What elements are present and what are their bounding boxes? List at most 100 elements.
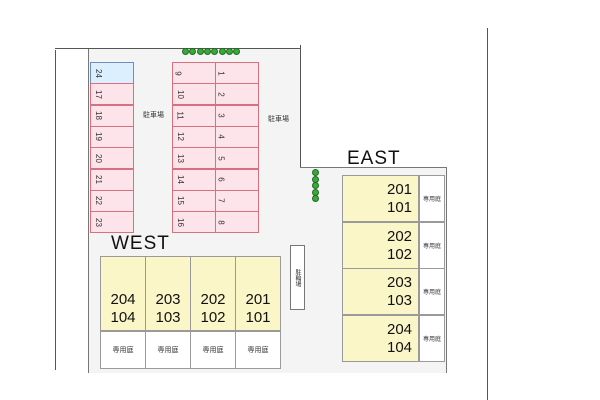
private-garden: 専用庭 xyxy=(419,314,445,362)
boundary-line xyxy=(55,48,300,49)
parking-space: 3 xyxy=(215,104,259,127)
parking-space: 20 xyxy=(90,147,134,170)
parking-space-number: 20 xyxy=(93,153,103,163)
parking-space-number: 14 xyxy=(175,175,185,184)
private-garden-label: 専用庭 xyxy=(422,290,441,296)
unit-number-upper: 203 xyxy=(155,291,181,308)
private-garden: 専用庭 xyxy=(190,331,236,369)
parking-space: 11 xyxy=(172,104,216,127)
private-garden: 専用庭 xyxy=(419,221,445,269)
private-garden-label: 専用庭 xyxy=(157,347,179,354)
boundary-line xyxy=(487,28,488,400)
bicycle-parking: 駐輪場 xyxy=(290,245,305,310)
tree-icon xyxy=(218,48,226,55)
tree-icon xyxy=(233,48,241,55)
parking-space-number: 1 xyxy=(216,70,226,76)
parking-space-number: 6 xyxy=(216,177,226,182)
tree-icon xyxy=(203,48,211,55)
tree-icon xyxy=(312,182,319,189)
parking-space-number: 21 xyxy=(93,175,103,184)
parking-space: 6 xyxy=(215,168,259,191)
tree-icon xyxy=(189,48,197,55)
unit-number-upper: 202 xyxy=(200,291,226,308)
private-garden: 専用庭 xyxy=(235,331,281,369)
private-garden-label: 専用庭 xyxy=(247,347,269,354)
parking-space: 22 xyxy=(90,189,134,212)
unit-number-upper: 201 xyxy=(386,181,413,198)
parking-space-number: 16 xyxy=(175,217,185,227)
tree-icon xyxy=(225,48,233,55)
parking-space-number: 7 xyxy=(216,198,226,204)
unit-number-lower: 102 xyxy=(200,309,226,326)
parking-space-number: 4 xyxy=(216,134,226,140)
parking-space-number: 17 xyxy=(93,89,103,99)
unit-number-lower: 104 xyxy=(386,338,413,356)
parking-space-number: 15 xyxy=(175,196,185,206)
tree-icon xyxy=(182,48,189,55)
unit-number-lower: 103 xyxy=(155,309,181,326)
parking-space-number: 13 xyxy=(175,153,185,163)
private-garden: 専用庭 xyxy=(419,175,445,222)
parking-space: 16 xyxy=(172,211,216,234)
parking-space: 7 xyxy=(215,189,259,212)
parking-space: 14 xyxy=(172,168,216,191)
tree-icon xyxy=(312,195,319,202)
parking-space: 24 xyxy=(90,62,134,84)
unit-number-upper: 203 xyxy=(386,274,413,291)
parking-space-number: 18 xyxy=(93,111,103,121)
parking-space: 4 xyxy=(215,125,259,148)
parking-space-number: 23 xyxy=(93,217,103,227)
parking-space: 8 xyxy=(215,211,259,234)
boundary-line xyxy=(55,50,56,370)
private-garden-label: 専用庭 xyxy=(422,243,441,250)
unit-number-upper: 202 xyxy=(386,227,413,245)
parking-space: 1 xyxy=(215,62,259,84)
unit-number-upper: 204 xyxy=(386,320,413,338)
unit-number-upper: 204 xyxy=(110,291,136,308)
tree-icon xyxy=(312,169,319,176)
parking-space-number: 9 xyxy=(173,70,183,76)
private-garden: 専用庭 xyxy=(419,268,445,315)
parking-space: 13 xyxy=(172,147,216,170)
parking-space-number: 10 xyxy=(175,89,185,99)
unit-number-lower: 102 xyxy=(386,245,413,263)
parking-space: 15 xyxy=(172,189,216,212)
parking-space-number: 24 xyxy=(93,68,103,78)
parking-space: 23 xyxy=(90,211,134,234)
private-garden-label: 専用庭 xyxy=(112,347,134,354)
parking-space: 19 xyxy=(90,125,134,148)
parking-space-number: 19 xyxy=(93,132,103,142)
unit-number-upper: 201 xyxy=(245,291,271,308)
parking-space: 10 xyxy=(172,83,216,106)
parking-space: 5 xyxy=(215,147,259,170)
parking-space: 12 xyxy=(172,125,216,148)
parking-space-number: 12 xyxy=(175,132,185,142)
private-garden-label: 専用庭 xyxy=(422,197,441,203)
west-label: WEST xyxy=(111,233,170,254)
parking-space: 17 xyxy=(90,83,134,106)
parking-space-number: 8 xyxy=(216,219,226,225)
unit-number-lower: 101 xyxy=(245,309,271,326)
parking-space: 2 xyxy=(215,83,259,106)
parking-label: 駐車場 xyxy=(268,116,289,123)
private-garden: 専用庭 xyxy=(145,331,191,369)
parking-space-number: 3 xyxy=(216,113,226,118)
private-garden-label: 専用庭 xyxy=(202,347,224,354)
parking-space: 18 xyxy=(90,104,134,127)
parking-space: 21 xyxy=(90,168,134,191)
tree-icon xyxy=(211,48,219,55)
parking-space: 9 xyxy=(172,62,216,84)
parking-space-number: 22 xyxy=(93,196,103,206)
parking-space-number: 2 xyxy=(216,92,226,97)
parking-space-number: 11 xyxy=(175,111,185,120)
private-garden: 専用庭 xyxy=(100,331,146,369)
